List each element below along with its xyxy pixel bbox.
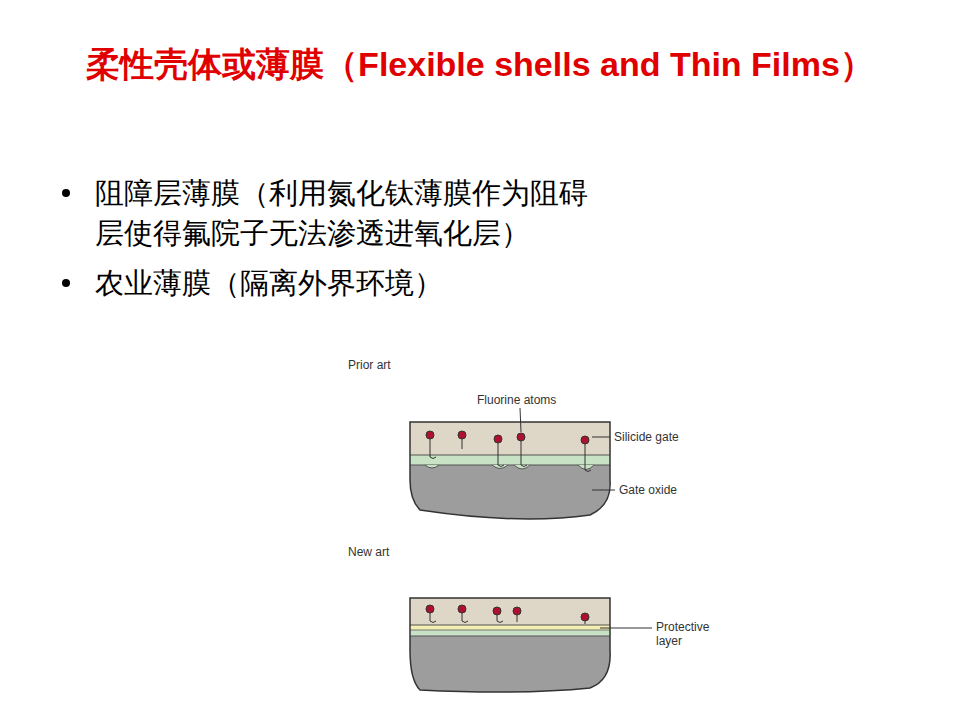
bullet-text: 农业薄膜（隔离外界环境） (95, 263, 600, 303)
bullet-dot (62, 279, 70, 287)
new-art-section (405, 596, 615, 696)
callout-label: Protective layer (656, 620, 712, 648)
bullet-text: 阻障层薄膜（利用氮化钛薄膜作为阻碍层使得氟院子无法渗透进氧化层） (95, 173, 600, 253)
bullet-dot (62, 189, 70, 197)
callout-label: Fluorine atoms (477, 393, 556, 407)
prior-art-section (405, 420, 615, 530)
figure-label: Prior art (348, 358, 391, 372)
slide-title: 柔性壳体或薄膜（Flexible shells and Thin Films） (60, 42, 900, 86)
figure-label: New art (348, 545, 389, 559)
callout-label: Silicide gate (614, 430, 679, 444)
callout-label: Gate oxide (619, 483, 677, 497)
fluorine-atoms (426, 431, 591, 624)
